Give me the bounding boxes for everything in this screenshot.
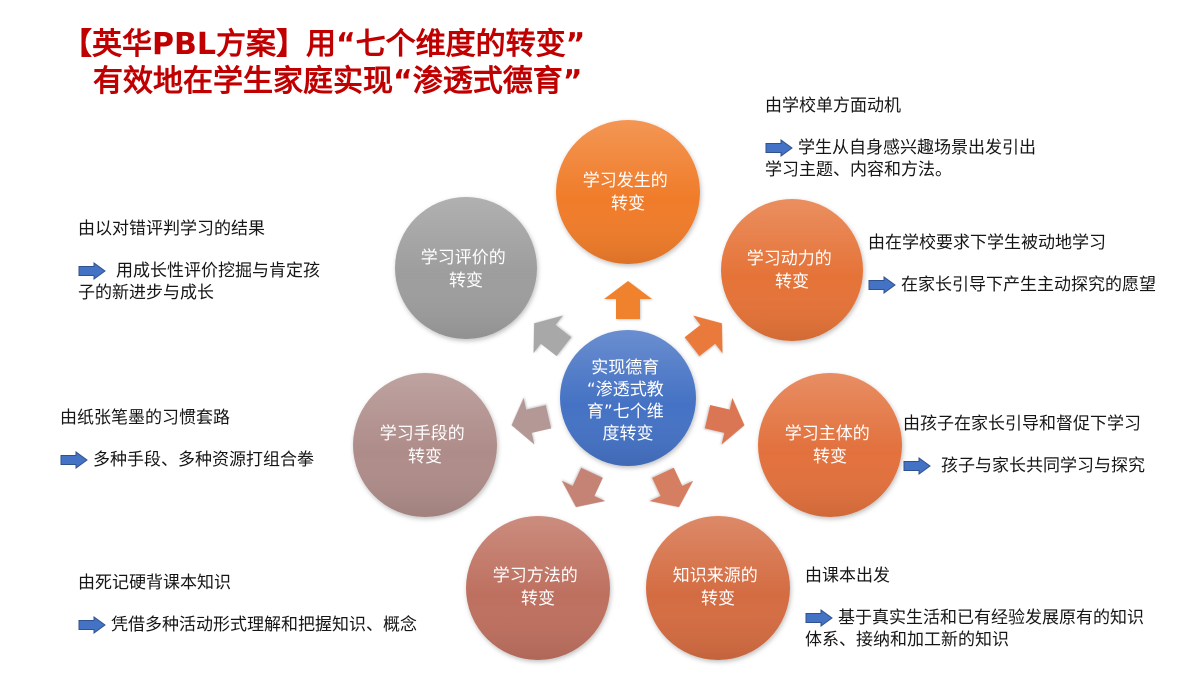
note-from-text: 由课本出发 xyxy=(805,566,890,586)
node-label: 实现德育 “渗透式教 育”七个维 度转变 xyxy=(587,358,669,444)
note-to-text: 多种手段、多种资源打组合拳 xyxy=(93,450,314,470)
node-sheen xyxy=(466,516,610,660)
node-center-moral-education: 实现德育 “渗透式教 育”七个维 度转变 xyxy=(560,330,696,466)
node-label-line: 度转变 xyxy=(603,424,654,444)
note-to-line: 在家长引导下产生主动探究的愿望 xyxy=(868,274,1156,296)
note-to-text: 学习主题、内容和方法。 xyxy=(765,160,952,180)
node-label-line: 学习手段的 xyxy=(380,424,465,444)
note-learning-method: 由死记硬背课本知识 凭借多种活动形式理解和把握知识、概念 xyxy=(78,572,417,636)
arrow-right-icon xyxy=(903,457,931,475)
note-to-block: 用成长性评价挖掘与肯定孩 子的新进步与成长 xyxy=(78,260,320,304)
arrow-right-icon xyxy=(78,262,106,280)
node-label-line: 转变 xyxy=(408,447,442,467)
flow-arrow-lower-left-icon xyxy=(561,467,606,508)
node-label-line: 转变 xyxy=(611,194,645,214)
node-knowledge-source: 知识来源的 转变 xyxy=(646,516,790,660)
node-sheen xyxy=(556,120,700,264)
note-to-line: 多种手段、多种资源打组合拳 xyxy=(60,449,314,471)
node-label-line: 实现德育 xyxy=(591,358,659,378)
node-label: 学习方法的 转变 xyxy=(493,566,583,609)
node-learning-evaluation: 学习评价的 转变 xyxy=(395,197,537,339)
flow-arrow-upper-right-icon xyxy=(684,315,723,357)
note-to-text: 凭借多种活动形式理解和把握知识、概念 xyxy=(111,615,417,635)
arrow-right-icon xyxy=(60,451,88,469)
node-learning-motivation: 学习动力的 转变 xyxy=(721,199,863,341)
note-learning-subject: 由孩子在家长引导和督促下学习 孩子与家长共同学习与探究 xyxy=(903,413,1145,477)
flow-arrow-up-icon xyxy=(604,281,652,319)
node-label-line: 学习主体的 xyxy=(785,424,870,444)
flow-arrow-right-icon xyxy=(704,397,745,445)
node-label: 学习主体的 转变 xyxy=(785,424,875,467)
page-title-line-2: 有效地在学生家庭实现“渗透式德育” xyxy=(93,64,583,99)
note-to-text: 在家长引导下产生主动探究的愿望 xyxy=(901,275,1156,295)
arrow-right-icon xyxy=(868,276,896,294)
note-to-text: 子的新进步与成长 xyxy=(78,283,214,303)
node-label: 学习动力的 转变 xyxy=(747,249,837,292)
note-to-block: 学生从自身感兴趣场景出发引出 学习主题、内容和方法。 xyxy=(765,137,1036,181)
note-from-text: 由死记硬背课本知识 xyxy=(78,573,231,593)
note-to-block: 孩子与家长共同学习与探究 xyxy=(903,455,1145,477)
arrow-right-icon xyxy=(805,609,833,627)
note-to-text: 孩子与家长共同学习与探究 xyxy=(941,456,1145,476)
flow-arrow-upper-left-icon xyxy=(533,315,572,357)
node-label-line: 知识来源的 xyxy=(673,566,758,586)
node-label: 学习发生的 转变 xyxy=(583,171,673,214)
arrow-right-icon xyxy=(78,616,106,634)
note-to-line: 学生从自身感兴趣场景出发引出 xyxy=(765,137,1036,159)
note-to-block: 在家长引导下产生主动探究的愿望 xyxy=(868,274,1156,296)
node-label-line: 转变 xyxy=(775,272,809,292)
node-label: 学习手段的 转变 xyxy=(380,424,470,467)
node-sheen xyxy=(395,197,537,339)
note-from-text: 由在学校要求下学生被动地学习 xyxy=(868,233,1106,253)
node-label-line: 转变 xyxy=(521,589,555,609)
node-sheen xyxy=(646,516,790,660)
note-to-line: 用成长性评价挖掘与肯定孩 xyxy=(78,260,320,282)
flow-arrows xyxy=(511,281,745,508)
node-label: 学习评价的 转变 xyxy=(421,248,511,291)
note-from-text: 由孩子在家长引导和督促下学习 xyxy=(903,414,1141,434)
note-from-text: 由以对错评判学习的结果 xyxy=(78,219,265,239)
node-label-line: 学习动力的 xyxy=(747,249,832,269)
node-label-line: 转变 xyxy=(449,271,483,291)
note-to-text: 基于真实生活和已有经验发展原有的知识 xyxy=(838,608,1144,628)
node-label-line: 转变 xyxy=(813,447,847,467)
note-to-block: 凭借多种活动形式理解和把握知识、概念 xyxy=(78,614,417,636)
note-to-line: 凭借多种活动形式理解和把握知识、概念 xyxy=(78,614,417,636)
node-learning-method: 学习方法的 转变 xyxy=(466,516,610,660)
page-title-line-1: 【英华PBL方案】用“七个维度的转变” xyxy=(62,27,586,62)
note-learning-motivation: 由在学校要求下学生被动地学习 在家长引导下产生主动探究的愿望 xyxy=(868,232,1156,296)
note-to-block: 基于真实生活和已有经验发展原有的知识 体系、接纳和加工新的知识 xyxy=(805,607,1144,651)
note-to-text: 体系、接纳和加工新的知识 xyxy=(805,630,1009,650)
note-learning-occurrence: 由学校单方面动机 学生从自身感兴趣场景出发引出 学习主题、内容和方法。 xyxy=(765,95,1036,181)
node-label-line: 学习发生的 xyxy=(583,171,668,191)
note-from-text: 由纸张笔墨的习惯套路 xyxy=(60,408,230,428)
node-sheen xyxy=(758,373,902,517)
node-label-line: “渗透式教 xyxy=(587,380,664,400)
node-label-line: 学习方法的 xyxy=(493,566,578,586)
note-learning-evaluation: 由以对错评判学习的结果 用成长性评价挖掘与肯定孩 子的新进步与成长 xyxy=(78,218,320,304)
node-sheen xyxy=(560,330,696,466)
node-learning-subject: 学习主体的 转变 xyxy=(758,373,902,517)
node-sheen xyxy=(721,199,863,341)
note-to-text: 用成长性评价挖掘与肯定孩 xyxy=(116,261,320,281)
node-label-line: 学习评价的 xyxy=(421,248,506,268)
flow-arrow-left-icon xyxy=(511,397,552,445)
node-label-line: 转变 xyxy=(701,589,735,609)
note-learning-means: 由纸张笔墨的习惯套路 多种手段、多种资源打组合拳 xyxy=(60,407,314,471)
note-to-line: 孩子与家长共同学习与探究 xyxy=(903,455,1145,477)
note-knowledge-source: 由课本出发 基于真实生活和已有经验发展原有的知识 体系、接纳和加工新的知识 xyxy=(805,565,1144,651)
node-label-line: 育”七个维 xyxy=(587,402,664,422)
node-learning-occurrence: 学习发生的 转变 xyxy=(556,120,700,264)
note-to-text: 学生从自身感兴趣场景出发引出 xyxy=(798,138,1036,158)
note-to-line: 基于真实生活和已有经验发展原有的知识 xyxy=(805,607,1144,629)
note-from-text: 由学校单方面动机 xyxy=(765,96,901,116)
note-to-block: 多种手段、多种资源打组合拳 xyxy=(60,449,314,471)
node-label: 知识来源的 转变 xyxy=(673,566,763,609)
arrow-right-icon xyxy=(765,139,793,157)
node-sheen xyxy=(353,373,497,517)
flow-arrow-lower-right-icon xyxy=(649,467,694,508)
node-learning-means: 学习手段的 转变 xyxy=(353,373,497,517)
